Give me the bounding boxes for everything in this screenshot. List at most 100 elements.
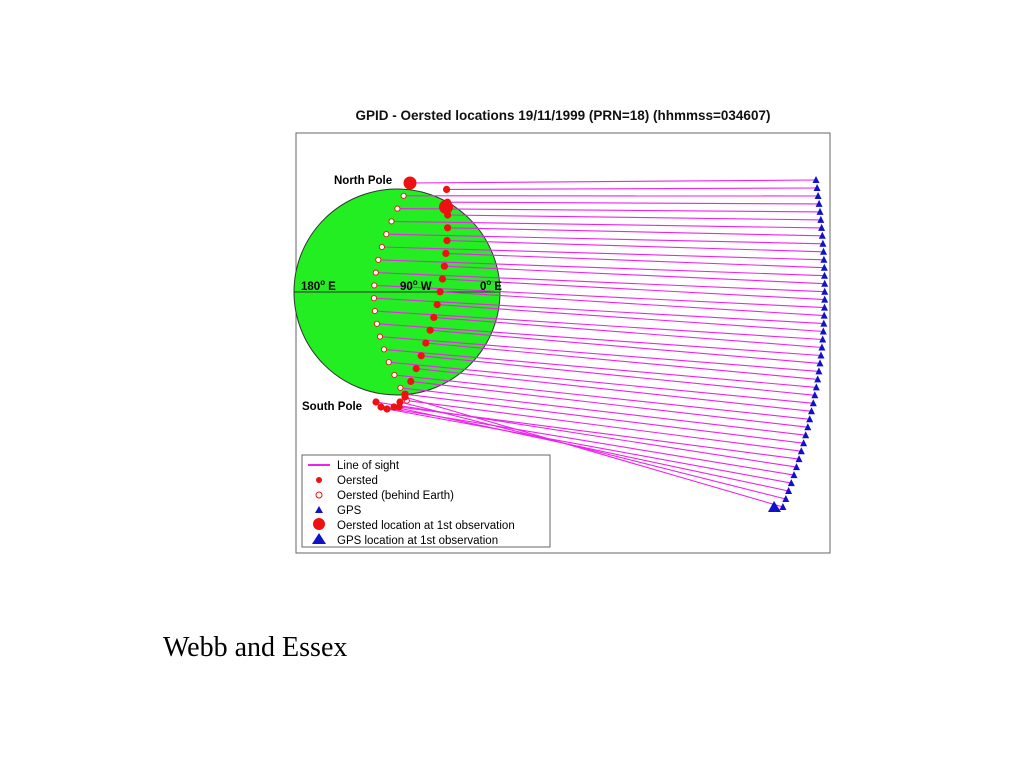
gps-marker bbox=[808, 407, 815, 415]
oersted-behind-earth-marker bbox=[388, 218, 395, 225]
legend-oersted-behind-label: Oersted (behind Earth) bbox=[337, 490, 454, 502]
line-of-sight bbox=[447, 201, 820, 205]
gps-marker bbox=[819, 327, 827, 335]
oersted-marker bbox=[438, 275, 447, 283]
oersted-marker bbox=[383, 405, 391, 413]
gps-marker bbox=[820, 255, 828, 263]
gps-marker bbox=[812, 176, 820, 183]
oersted-behind-earth-marker bbox=[371, 307, 378, 315]
oersted-front-group bbox=[372, 185, 452, 413]
legend-line-of-sight-label: Line of sight bbox=[337, 460, 400, 472]
legend: Line of sight Oersted Oersted (behind Ea… bbox=[301, 454, 551, 548]
line-of-sight bbox=[399, 401, 786, 500]
oersted-marker bbox=[390, 403, 398, 411]
credit-text: Webb and Essex bbox=[163, 632, 348, 663]
oersted-marker bbox=[401, 393, 409, 401]
oersted-marker bbox=[436, 288, 444, 296]
legend-oersted-symbol bbox=[316, 477, 322, 483]
gps-marker bbox=[813, 184, 821, 191]
gps-marker bbox=[816, 359, 824, 367]
north-pole-label: North Pole bbox=[334, 175, 392, 187]
oersted-marker bbox=[422, 339, 430, 347]
gps-marker bbox=[820, 263, 828, 271]
gps-marker bbox=[814, 192, 822, 199]
line-of-sight bbox=[391, 220, 822, 229]
gps-marker bbox=[814, 375, 822, 383]
legend-gps-label: GPS bbox=[337, 505, 362, 517]
longitude-180-value: 180 bbox=[301, 281, 320, 293]
longitude-0-unit: E bbox=[494, 281, 502, 293]
gps-marker bbox=[821, 303, 828, 311]
oersted-behind-earth-marker bbox=[373, 320, 380, 327]
oersted-behind-earth-marker bbox=[371, 282, 378, 289]
line-of-sight bbox=[433, 316, 822, 349]
gps-marker bbox=[804, 423, 812, 431]
line-of-sight bbox=[447, 214, 821, 221]
oersted-behind-earth-marker bbox=[397, 384, 404, 391]
gps-group bbox=[779, 176, 829, 510]
line-of-sight bbox=[393, 406, 789, 492]
legend-oersted-behind-symbol bbox=[315, 491, 323, 499]
line-of-sight bbox=[374, 284, 825, 309]
gps-marker bbox=[806, 415, 814, 423]
oersted-marker bbox=[440, 262, 448, 270]
line-of-sight bbox=[394, 374, 810, 420]
line-of-sight bbox=[388, 361, 814, 404]
oersted-behind-earth-marker bbox=[380, 346, 388, 353]
legend-gps-first-symbol bbox=[312, 533, 326, 544]
legend-box bbox=[301, 454, 551, 548]
gps-marker bbox=[815, 199, 823, 207]
line-of-sight bbox=[376, 323, 822, 357]
line-of-sight bbox=[375, 272, 825, 293]
gps-marker bbox=[821, 287, 829, 295]
gps-marker bbox=[820, 247, 827, 255]
legend-oersted-first-label: Oersted location at 1st observation bbox=[337, 520, 515, 532]
gps-first-observation-marker bbox=[768, 501, 781, 512]
line-of-sight bbox=[421, 355, 815, 396]
line-of-sight bbox=[440, 291, 825, 317]
line-of-sight bbox=[446, 187, 818, 190]
legend-gps-symbol bbox=[315, 506, 323, 513]
oersted-marker bbox=[430, 313, 438, 321]
line-of-sight bbox=[405, 393, 804, 444]
line-of-sight bbox=[409, 179, 817, 184]
gps-marker bbox=[811, 391, 819, 399]
gps-marker bbox=[817, 215, 825, 223]
line-of-sight bbox=[378, 259, 825, 277]
line-of-sight bbox=[383, 348, 817, 388]
gps-marker bbox=[793, 463, 800, 471]
line-of-sight bbox=[386, 408, 792, 484]
oersted-marker bbox=[377, 403, 385, 411]
gps-marker bbox=[790, 471, 798, 479]
line-of-sight bbox=[447, 227, 823, 237]
gps-marker bbox=[779, 503, 787, 510]
gps-marker bbox=[819, 239, 827, 247]
gps-marker bbox=[821, 295, 829, 303]
oersted-marker bbox=[396, 398, 404, 406]
line-of-sight bbox=[437, 304, 824, 333]
gps-marker bbox=[802, 431, 810, 439]
gps-marker bbox=[821, 271, 828, 279]
line-of-sight bbox=[373, 297, 824, 325]
oersted-marker bbox=[444, 224, 452, 232]
line-of-sight bbox=[397, 208, 821, 213]
line-of-sight bbox=[416, 368, 812, 412]
degree-sign: o bbox=[413, 278, 418, 287]
oersted-marker bbox=[426, 326, 434, 334]
south-pole-label: South Pole bbox=[302, 401, 362, 413]
line-of-sight bbox=[425, 342, 818, 380]
line-of-sight bbox=[446, 240, 824, 253]
line-of-sight bbox=[400, 387, 806, 436]
line-of-sight bbox=[430, 329, 821, 364]
line-of-sight bbox=[374, 310, 823, 341]
gps-marker bbox=[821, 279, 829, 287]
oersted-marker bbox=[407, 377, 415, 385]
gps-marker bbox=[782, 495, 790, 502]
gps-marker bbox=[785, 487, 793, 494]
oersted-behind-earth-marker bbox=[378, 243, 385, 251]
oersted-behind-earth-marker bbox=[375, 256, 382, 263]
gps-marker bbox=[815, 367, 823, 375]
oersted-behind-earth-marker bbox=[370, 295, 378, 302]
